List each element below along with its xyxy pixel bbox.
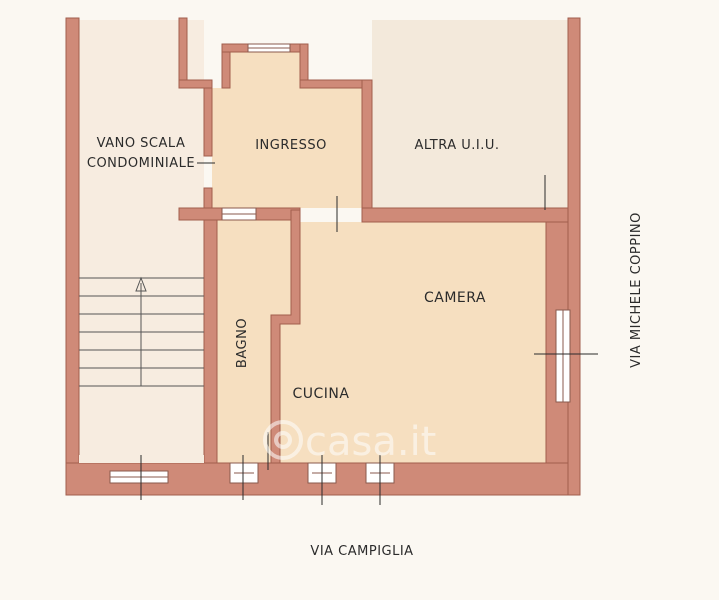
- wall-stub-top: [178, 17, 188, 89]
- wall-ingresso-bottom-left: [178, 207, 223, 221]
- wall-stub-joint: [178, 79, 213, 89]
- wall-bagno-cucina: [270, 209, 301, 464]
- label-camera: CAMERA: [424, 290, 486, 306]
- label-condominiale: CONDOMINIALE: [87, 156, 195, 171]
- wall-left: [65, 17, 80, 496]
- wall-ingresso-top-right: [299, 79, 371, 89]
- door-marks: [140, 162, 598, 505]
- wall-camera-top: [361, 207, 569, 223]
- watermark-text: casa.it: [305, 419, 436, 465]
- label-bagno: BAGNO: [235, 318, 250, 368]
- wall-right: [567, 17, 581, 496]
- watermark: casa.it: [263, 419, 436, 465]
- ingresso-floor: [212, 52, 362, 208]
- windows: [109, 43, 571, 484]
- label-cucina: CUCINA: [293, 386, 350, 402]
- label-altra-uiu: ALTRA U.I.U.: [414, 138, 499, 153]
- wall-ingresso-left-lower: [203, 187, 213, 209]
- street-south-label: VIA CAMPIGLIA: [310, 544, 413, 559]
- wall-ingresso-right: [361, 79, 373, 219]
- label-vano-scala: VANO SCALA: [97, 136, 186, 151]
- street-east-label: VIA MICHELE COPPINO: [629, 212, 644, 368]
- label-ingresso: INGRESSO: [255, 138, 327, 153]
- watermark-logo-icon: [263, 420, 303, 460]
- neighbor-unit-area: [372, 20, 568, 210]
- wall-ingresso-left: [203, 87, 213, 157]
- stair-treads: [79, 277, 204, 387]
- wall-stair-unit: [203, 207, 218, 464]
- wall-bay-top-left: [221, 43, 249, 53]
- camera-cucina-floor: [280, 222, 546, 463]
- stair-direction-arrow-icon: [135, 276, 147, 292]
- stairwell-area: [79, 20, 204, 485]
